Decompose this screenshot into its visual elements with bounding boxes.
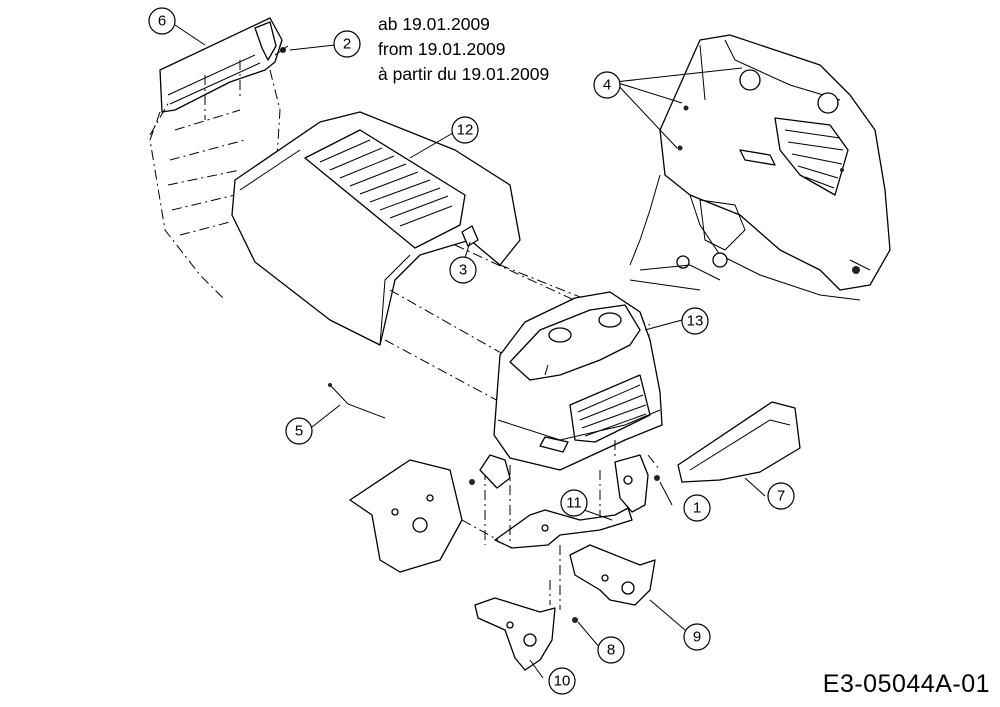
callout-11: 11 bbox=[560, 489, 588, 517]
part-13-front-cone bbox=[493, 291, 663, 471]
part-7-front-bumper bbox=[677, 401, 801, 483]
part-10-pivot-bracket bbox=[474, 580, 578, 671]
part-2-screw bbox=[274, 45, 289, 56]
part-6-dash-panel bbox=[149, 17, 283, 301]
drawing-number: E3-05044A-01 bbox=[822, 670, 990, 698]
assembled-view-inset bbox=[629, 34, 891, 301]
callout-9: 9 bbox=[683, 623, 711, 651]
callout-6: 6 bbox=[148, 7, 176, 35]
callout-8: 8 bbox=[597, 636, 625, 664]
callout-number: 13 bbox=[687, 313, 704, 330]
callout-number: 2 bbox=[343, 36, 351, 53]
leader-lines bbox=[174, 24, 766, 679]
part-12-hood bbox=[231, 111, 651, 411]
part-9-pivot-bracket bbox=[559, 544, 656, 610]
callout-number: 11 bbox=[566, 495, 582, 512]
callout-number: 3 bbox=[459, 262, 467, 279]
callout-number: 6 bbox=[158, 13, 166, 30]
callout-number: 8 bbox=[607, 642, 615, 659]
callout-2: 2 bbox=[333, 30, 361, 58]
callout-13: 13 bbox=[681, 307, 709, 335]
callout-number: 9 bbox=[693, 629, 701, 646]
callout-3: 3 bbox=[449, 256, 477, 284]
part-5-cable-tie bbox=[328, 383, 386, 419]
validity-date-english: from 19.01.2009 bbox=[378, 39, 506, 59]
part-3-clip bbox=[461, 225, 479, 247]
callout-number: 7 bbox=[777, 488, 785, 505]
left-mount-plate bbox=[349, 454, 511, 573]
callout-10: 10 bbox=[548, 667, 576, 695]
callout-number: 1 bbox=[693, 500, 701, 517]
callout-number: 4 bbox=[603, 77, 611, 94]
callout-number: 12 bbox=[457, 122, 474, 139]
callout-4: 4 bbox=[593, 71, 621, 99]
callout-1: 1 bbox=[683, 494, 711, 522]
callout-12: 12 bbox=[451, 116, 479, 144]
callout-5: 5 bbox=[285, 417, 313, 445]
callout-7: 7 bbox=[767, 482, 795, 510]
callout-number: 10 bbox=[554, 673, 571, 690]
validity-date-french: à partir du 19.01.2009 bbox=[378, 64, 550, 84]
validity-date-german: ab 19.01.2009 bbox=[378, 14, 490, 34]
part-1-bracket bbox=[614, 440, 661, 513]
callout-number: 5 bbox=[295, 423, 303, 440]
part-11-support-bracket bbox=[484, 465, 633, 549]
